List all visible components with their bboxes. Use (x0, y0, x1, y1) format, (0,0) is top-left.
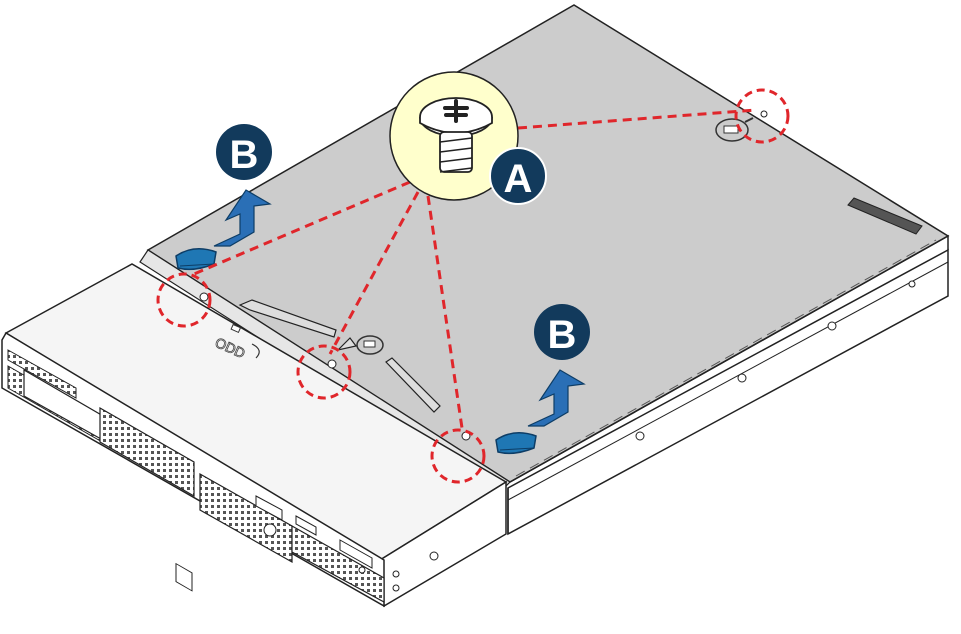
front-vent-upper (7, 349, 77, 399)
lift-arrow-icon (213, 189, 272, 247)
side-wall-holes (635, 280, 916, 441)
lift-arrow-icon (527, 369, 586, 427)
latch-button-icon (495, 432, 537, 455)
callout-b-right: B (534, 304, 590, 360)
callout-a-letter: A (504, 157, 533, 201)
callout-b-left: B (216, 124, 272, 180)
latch-button-icon (175, 248, 217, 271)
lock-symbol-icon (715, 117, 754, 142)
cover-label-stripe (847, 197, 923, 235)
lock-symbol-icon (356, 335, 384, 355)
screw-detail-callout (389, 71, 519, 201)
callout-b-right-letter: B (548, 313, 577, 357)
cover-slide-guides (238, 299, 441, 413)
front-io-panel (255, 495, 373, 574)
screw-highlight-circles (156, 88, 790, 484)
callout-b-left-letter: B (230, 133, 259, 177)
drive-bay-left (23, 368, 195, 592)
leader-lines (193, 108, 757, 429)
callout-a: A (489, 147, 547, 205)
screw-icon (419, 97, 493, 173)
screw-positions (199, 110, 768, 441)
